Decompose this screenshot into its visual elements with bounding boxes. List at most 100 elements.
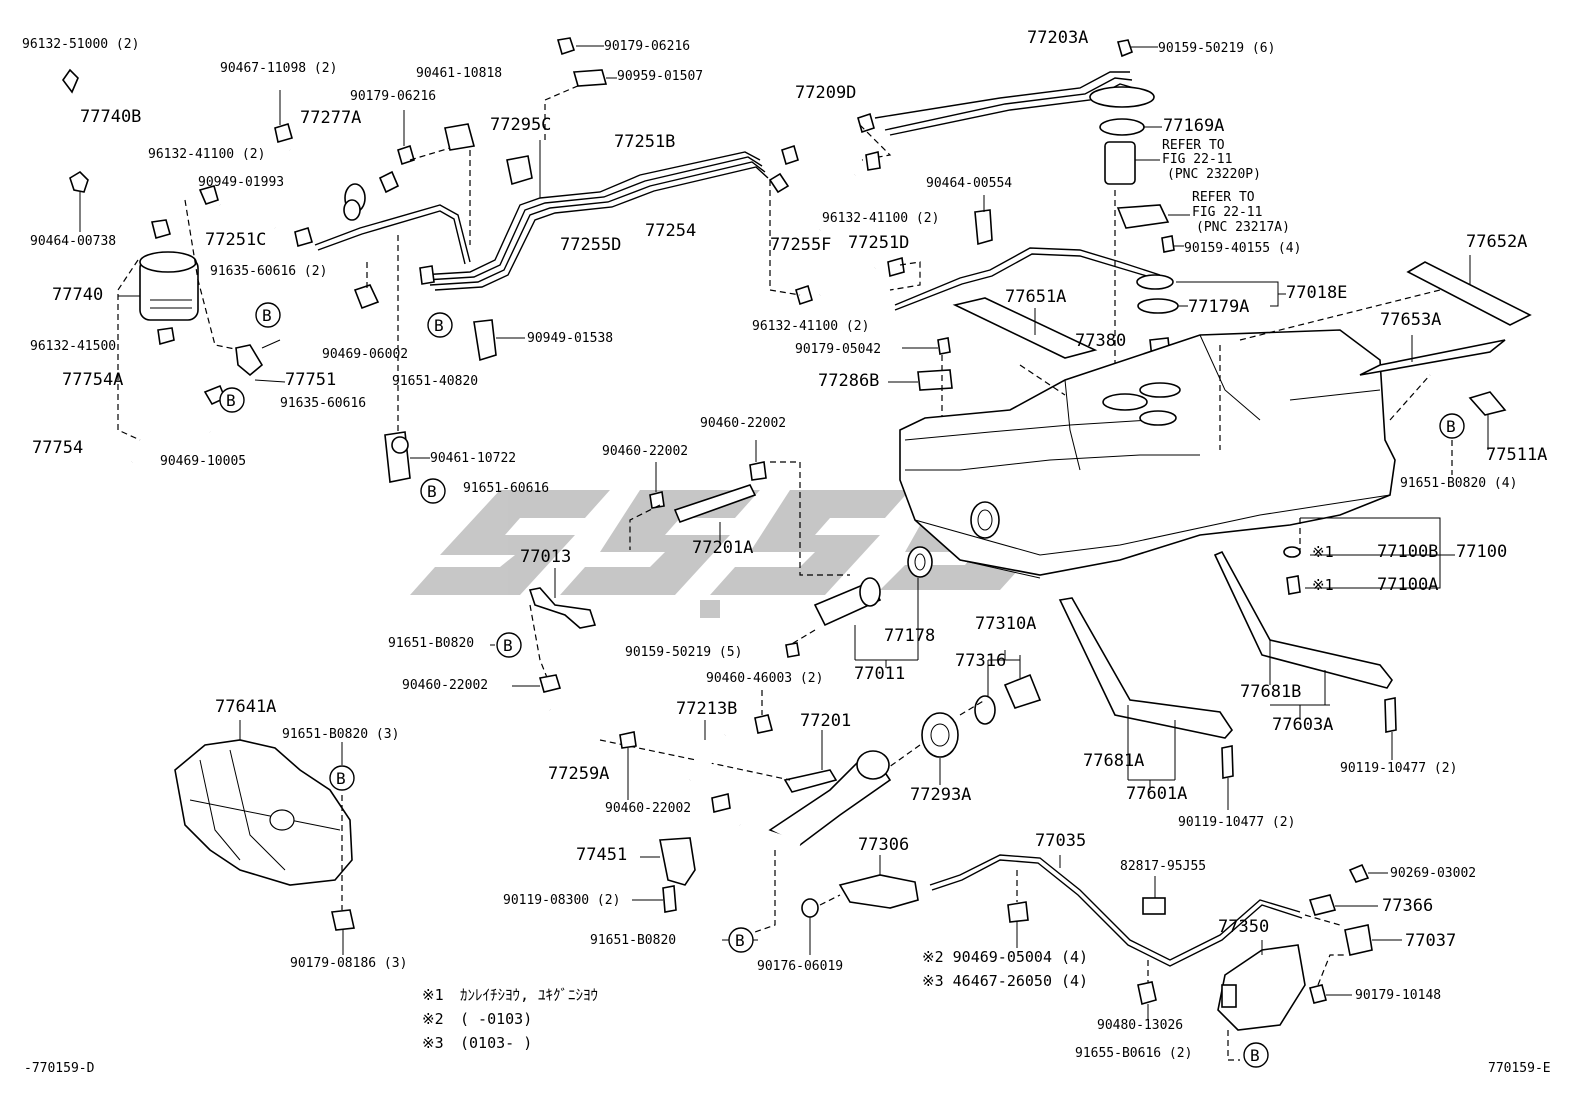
- part-number-label: 77603A: [1272, 715, 1333, 735]
- variant-note: ※2 90469-05004 (4): [922, 948, 1088, 966]
- part-number-label: 77306: [858, 835, 909, 855]
- fastener-number-label: 96132-51000 (2): [22, 37, 139, 52]
- reference-b-circle: B: [1243, 1042, 1269, 1068]
- note-text: (0103- ): [460, 1034, 532, 1052]
- fastener-number-label: 90179-10148: [1355, 988, 1441, 1003]
- part-number-label: 77251B: [614, 132, 675, 152]
- part-number-label: 77018E: [1286, 283, 1347, 303]
- fastener-number-label: 90179-05042: [795, 342, 881, 357]
- fastener-number-label: REFER TO: [1192, 190, 1255, 205]
- fastener-number-label: 90119-08300 (2): [503, 893, 620, 908]
- part-number-label: 77201: [800, 711, 851, 731]
- part-number-label: 77178: [884, 626, 935, 646]
- fastener-number-label: 90469-10005: [160, 454, 246, 469]
- svg-text:B: B: [1250, 1046, 1260, 1065]
- part-number-label: 77035: [1035, 831, 1086, 851]
- part-number-label: 77259A: [548, 764, 609, 784]
- fastener-number-label: FIG 22-11: [1192, 205, 1262, 220]
- part-number-label: 77251D: [848, 233, 909, 253]
- fastener-number-label: (PNC 23217A): [1196, 220, 1290, 235]
- fuel-line-bundle: [314, 37, 769, 483]
- fastener-number-label: 91651-60616: [463, 481, 549, 496]
- fastener-number-label: 96132-41500: [30, 339, 116, 354]
- fastener-number-label: 90949-01538: [527, 331, 613, 346]
- variant-note: ※3 46467-26050 (4): [922, 972, 1088, 990]
- reference-b-circle: B: [1439, 413, 1465, 439]
- part-number-label: 77511A: [1486, 445, 1547, 465]
- note-text: ( -0103): [460, 1010, 532, 1028]
- fastener-number-label: 90464-00738: [30, 234, 116, 249]
- fastener-number-label: 90119-10477 (2): [1340, 761, 1457, 776]
- part-number-label: 77213B: [676, 699, 737, 719]
- part-number-label: 77651A: [1005, 287, 1066, 307]
- evap-canister-group: [58, 68, 476, 468]
- fastener-number-label: 90269-03002: [1390, 866, 1476, 881]
- fastener-number-label: 90159-50219 (6): [1158, 41, 1275, 56]
- fastener-number-label: 90176-06019: [757, 959, 843, 974]
- reference-b-circle: B: [219, 387, 245, 413]
- part-number-label: 77277A: [300, 108, 361, 128]
- fastener-number-label: 90159-50219 (5): [625, 645, 742, 660]
- part-number-label: 77681A: [1083, 751, 1144, 771]
- fastener-number-label: 90480-13026: [1097, 1018, 1183, 1033]
- tank-bands-77100: [1283, 517, 1455, 595]
- part-number-label: 77254: [645, 221, 696, 241]
- part-number-label: 77169A: [1163, 116, 1224, 136]
- figure-code-left: -770159-D: [24, 1061, 95, 1076]
- part-number-label: 77293A: [910, 785, 971, 805]
- part-number-label: 77754: [32, 438, 83, 458]
- fastener-number-label: 90959-01507: [617, 69, 703, 84]
- part-number-label: 77451: [576, 845, 627, 865]
- fastener-number-label: 91635-60616 (2): [210, 264, 327, 279]
- fastener-number-label: 90460-22002: [602, 444, 688, 459]
- part-number-label: 77740: [52, 285, 103, 305]
- fastener-number-label: 91655-B0616 (2): [1075, 1046, 1192, 1061]
- pump-lines: [768, 71, 1161, 425]
- part-number-label: 77641A: [215, 697, 276, 717]
- fastener-number-label: 90179-08186 (3): [290, 956, 407, 971]
- note-mark: ※3: [422, 1034, 444, 1052]
- svg-text:B: B: [226, 391, 236, 410]
- fuel-pump-module: [1089, 39, 1286, 400]
- part-number-label: 77255F: [770, 235, 831, 255]
- part-number-label: 77751: [285, 370, 336, 390]
- fastener-number-label: 91651-B0820 (4): [1400, 476, 1517, 491]
- fastener-number-label: 90461-10818: [416, 66, 502, 81]
- reference-b-circle: B: [255, 302, 281, 328]
- part-number-label: 77100A: [1377, 575, 1438, 595]
- lower-brackets: [632, 837, 1402, 1061]
- part-number-label: 77652A: [1466, 232, 1527, 252]
- tank-straps: [1058, 550, 1397, 810]
- fastener-number-label: 91651-B0820: [590, 933, 676, 948]
- fastener-number-label: 90460-22002: [700, 416, 786, 431]
- part-number-label: 77295C: [490, 115, 551, 135]
- part-number-label: 77601A: [1126, 784, 1187, 804]
- part-number-label: 77201A: [692, 538, 753, 558]
- part-number-label: 77251C: [205, 230, 266, 250]
- fastener-number-label: 96132-41100 (2): [752, 319, 869, 334]
- variant-mark: ※1: [1312, 543, 1334, 561]
- note-mark: ※1: [422, 986, 444, 1004]
- part-number-label: 77380: [1075, 331, 1126, 351]
- part-number-label: 77179A: [1188, 297, 1249, 317]
- fastener-number-label: 90467-11098 (2): [220, 61, 337, 76]
- fastener-number-label: 96132-41100 (2): [822, 211, 939, 226]
- part-number-label: 77653A: [1380, 310, 1441, 330]
- part-number-label: 77350: [1218, 917, 1269, 937]
- filler-neck-group: [490, 440, 1042, 941]
- part-number-label: 77754A: [62, 370, 123, 390]
- fastener-number-label: 90179-06216: [604, 39, 690, 54]
- fastener-number-label: 91635-60616: [280, 396, 366, 411]
- reference-b-circle: B: [728, 927, 754, 953]
- fastener-number-label: 90460-22002: [605, 801, 691, 816]
- fastener-number-label: 90461-10722: [430, 451, 516, 466]
- part-number-label: 77203A: [1027, 28, 1088, 48]
- fastener-number-label: REFER TO: [1162, 138, 1225, 153]
- svg-text:B: B: [427, 482, 437, 501]
- tank-pads: [952, 255, 1532, 475]
- part-number-label: 77255D: [560, 235, 621, 255]
- part-number-label: 77037: [1405, 931, 1456, 951]
- fastener-number-label: 91651-40820: [392, 374, 478, 389]
